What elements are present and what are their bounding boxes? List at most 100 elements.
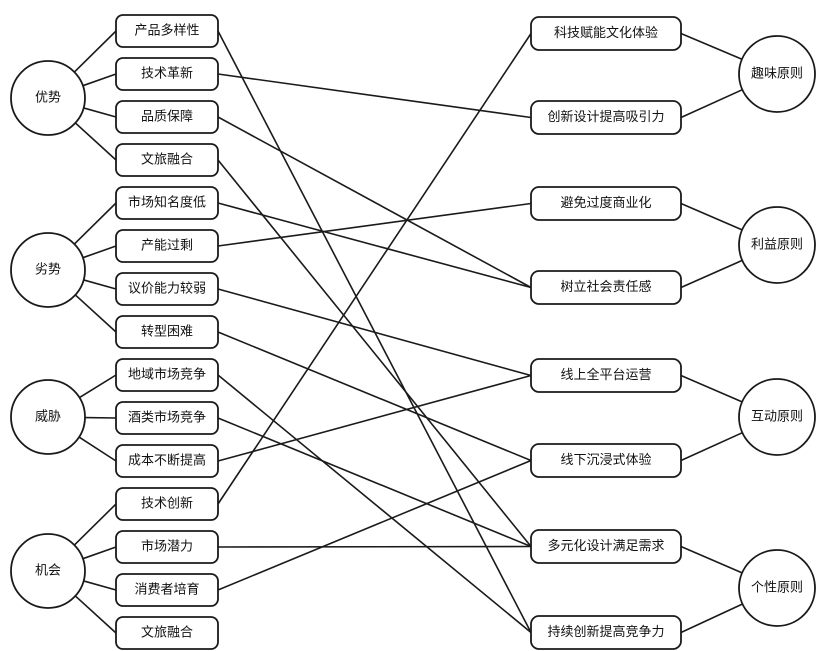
cross-link (217, 459, 532, 591)
branch-line (82, 245, 117, 259)
right-group-label: 趣味原则 (751, 67, 803, 82)
branch-line (78, 436, 117, 462)
right-item: 避免过度商业化 (530, 186, 682, 221)
cross-link (217, 73, 532, 119)
branch-line (74, 122, 117, 161)
right-item: 创新设计提高吸引力 (530, 100, 682, 135)
left-group-strength: 优势 (10, 60, 86, 136)
left-group-label: 劣势 (35, 262, 61, 278)
right-group-label: 个性原则 (751, 581, 803, 596)
branch-line (680, 603, 743, 634)
branch-line (73, 30, 117, 73)
branch-line (680, 545, 743, 574)
left-item: 成本不断提高 (115, 444, 219, 478)
left-item-label: 议价能力较弱 (128, 282, 206, 297)
left-item: 消费者培育 (115, 573, 219, 607)
right-item-label: 科技赋能文化体验 (554, 25, 658, 41)
cross-link (217, 33, 532, 505)
left-group-label: 机会 (35, 564, 61, 579)
left-item-label: 转型困难 (141, 325, 193, 340)
branch-line (82, 73, 117, 87)
branch-line (73, 202, 117, 245)
left-item-label: 技术革新 (141, 66, 193, 82)
cross-link (217, 331, 532, 462)
cross-link (217, 374, 532, 634)
right-item: 树立社会责任感 (530, 270, 682, 305)
cross-link (217, 202, 532, 289)
right-item-label: 持续创新提高竞争力 (547, 624, 664, 640)
branch-line (79, 374, 117, 399)
left-item-label: 消费者培育 (134, 582, 199, 598)
cross-link (217, 374, 532, 462)
right-group-benefit: 利益原则 (738, 206, 816, 284)
right-item: 持续创新提高竞争力 (530, 615, 682, 650)
left-item-label: 成本不断提高 (128, 453, 206, 469)
right-group-label: 互动原则 (751, 410, 803, 425)
right-group-fun: 趣味原则 (738, 35, 816, 113)
cross-link (217, 202, 532, 247)
left-item: 技术革新 (115, 57, 219, 91)
branch-line (680, 259, 743, 289)
right-item-label: 线下沉浸式体验 (560, 452, 651, 468)
right-item-label: 树立社会责任感 (560, 279, 651, 295)
cross-link (217, 545, 532, 548)
right-item: 科技赋能文化体验 (530, 16, 682, 51)
left-group-threat: 威胁 (10, 379, 86, 455)
left-item: 技术创新 (115, 487, 219, 521)
left-item: 酒类市场竞争 (115, 401, 219, 435)
left-group-label: 优势 (35, 90, 61, 106)
cross-links (217, 30, 532, 634)
branch-line (680, 431, 743, 462)
branch-line (680, 374, 743, 403)
branch-line (83, 107, 117, 118)
branch-line (74, 595, 117, 634)
cross-link (217, 288, 532, 377)
right-item-label: 创新设计提高吸引力 (547, 109, 664, 125)
left-item-label: 市场潜力 (141, 539, 193, 555)
left-item: 市场知名度低 (115, 186, 219, 220)
left-item-label: 酒类市场竞争 (128, 410, 206, 426)
cross-link (217, 417, 532, 548)
left-item-label: 市场知名度低 (128, 195, 206, 211)
right-item-label: 线上全平台运营 (560, 367, 651, 383)
branch-lines (73, 30, 743, 634)
left-item-label: 产品多样性 (134, 23, 199, 39)
left-group-weakness: 劣势 (10, 232, 86, 308)
left-item-label: 技术创新 (141, 496, 193, 512)
branch-line (680, 202, 743, 231)
cross-link (217, 116, 532, 289)
left-item: 品质保障 (115, 100, 219, 134)
right-group-interaction: 互动原则 (738, 378, 816, 456)
left-item: 产品多样性 (115, 14, 219, 48)
branch-line (83, 279, 117, 290)
left-group-opportunity: 机会 (10, 533, 86, 609)
left-item: 文旅融合 (115, 616, 219, 650)
branch-line (82, 546, 117, 560)
branch-line (680, 32, 743, 60)
branch-line (74, 294, 117, 333)
left-item: 市场潜力 (115, 530, 219, 564)
right-item-label: 多元化设计满足需求 (547, 538, 664, 554)
right-group-label: 利益原则 (751, 238, 803, 253)
left-item-label: 文旅融合 (141, 153, 193, 168)
right-item: 多元化设计满足需求 (530, 529, 682, 564)
left-item: 文旅融合 (115, 143, 219, 177)
right-item: 线上全平台运营 (530, 358, 682, 393)
branch-line (73, 503, 117, 546)
left-item: 地域市场竞争 (115, 358, 219, 392)
right-item-label: 避免过度商业化 (560, 195, 651, 211)
left-item: 议价能力较弱 (115, 272, 219, 306)
left-item-label: 地域市场竞争 (128, 367, 206, 383)
branch-line (680, 88, 743, 119)
left-item: 产能过剩 (115, 229, 219, 263)
right-item: 线下沉浸式体验 (530, 443, 682, 478)
branch-line (83, 580, 117, 591)
left-item: 转型困难 (115, 315, 219, 349)
right-group-personality: 个性原则 (738, 549, 816, 627)
left-item-label: 文旅融合 (141, 626, 193, 641)
cross-link (217, 159, 532, 548)
left-item-label: 品质保障 (141, 110, 193, 125)
left-group-label: 威胁 (35, 410, 61, 425)
left-item-label: 产能过剩 (141, 239, 193, 254)
